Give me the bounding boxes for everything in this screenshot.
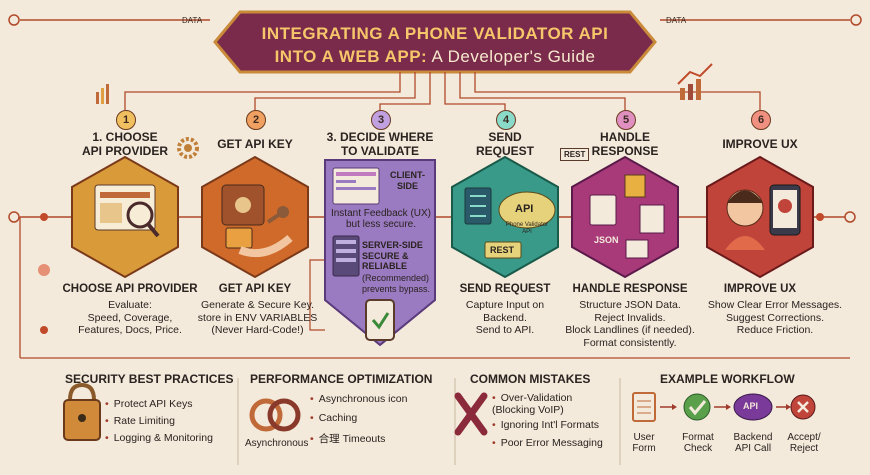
step-number-4: 4 <box>496 110 516 130</box>
performance-title: PERFORMANCE OPTIMIZATION <box>250 372 433 386</box>
rest-label-step5: REST <box>560 148 590 161</box>
workflow-step: Accept/ Reject <box>787 432 821 454</box>
server-side-label: SERVER-SIDE SECURE & RELIABLE <box>362 240 423 271</box>
hex-step-3-panel <box>324 159 436 347</box>
bar-chart-icon-right <box>677 63 713 100</box>
hex-step-1 <box>71 155 179 279</box>
step-1-caption: CHOOSE API PROVIDER <box>62 283 198 295</box>
hex-step-2 <box>201 155 309 279</box>
workflow-title: EXAMPLE WORKFLOW <box>660 372 795 386</box>
security-item: Logging & Monitoring <box>105 432 213 444</box>
step-6-title: IMPROVE UX <box>722 137 798 151</box>
step-5-desc: Structure JSON Data. Reject Invalids. Bl… <box>565 299 695 349</box>
hex-step-6 <box>706 155 814 279</box>
step-number-3: 3 <box>371 110 391 130</box>
tag-data-right: DATA <box>666 16 687 25</box>
step-2-caption: GET API KEY <box>218 283 292 295</box>
step-4-title: SEND REQUEST <box>475 130 534 158</box>
workflow-diagram <box>632 392 816 422</box>
mistake-item: Poor Error Messaging <box>492 437 603 449</box>
workflow-step: Backend API Call <box>733 432 773 454</box>
hex-step-4 <box>451 155 559 279</box>
step-6-desc: Show Clear Error Messages. Suggest Corre… <box>707 299 843 336</box>
step-number-6: 6 <box>751 110 771 130</box>
page-subtitle: INTO A WEB APP: A Developer's Guide <box>230 47 640 67</box>
step-1-desc: Evaluate: Speed, Coverage, Features, Doc… <box>78 299 182 336</box>
step-1-title: 1. CHOOSE API PROVIDER <box>81 130 168 158</box>
padlock-icon <box>63 382 101 441</box>
step-number-2: 2 <box>246 110 266 130</box>
async-caption: Asynchronous <box>245 438 309 449</box>
client-side-label: CLIENT-SIDE <box>390 170 425 191</box>
security-title: SECURITY BEST PRACTICES <box>65 372 234 386</box>
api-sublabel: Phone Validator API <box>505 222 549 235</box>
performance-item: 合理 Timeouts <box>310 431 386 446</box>
performance-item: Asynchronous icon <box>310 393 408 405</box>
step-number-1: 1 <box>116 110 136 130</box>
page-title: INTEGRATING A PHONE VALIDATOR API <box>261 24 609 43</box>
rest-label-step4: REST <box>490 245 515 255</box>
subtitle-rest: A Developer's Guide <box>427 47 596 66</box>
step-4-caption: SEND REQUEST <box>459 283 551 295</box>
mistake-item: Ignoring Int'l Formats <box>492 419 599 431</box>
workflow-api-label: API <box>743 401 759 411</box>
client-side-desc: Instant Feedback (UX) but less secure. <box>330 208 432 230</box>
x-mark-icon <box>454 392 488 436</box>
subtitle-bold: INTO A WEB APP: <box>274 47 428 66</box>
gear-icon <box>177 137 199 159</box>
server-side-desc: (Recommended) prevents bypass. <box>362 273 431 294</box>
tag-data-left: DATA <box>182 16 203 25</box>
step-6-caption: IMPROVE UX <box>723 283 797 295</box>
step-2-title: GET API KEY <box>217 137 293 151</box>
rings-icon <box>249 398 301 432</box>
step-5-title: HANDLE RESPONSE <box>591 130 659 158</box>
security-item: Protect API Keys <box>105 398 193 410</box>
workflow-step: Format Check <box>682 432 714 454</box>
step-2-desc: Generate & Secure Key. store in ENV VARI… <box>197 299 318 336</box>
step-5-caption: HANDLE RESPONSE <box>572 283 688 295</box>
step-number-5: 5 <box>616 110 636 130</box>
api-label: API <box>515 203 534 215</box>
workflow-step: User Form <box>632 432 656 454</box>
performance-item: Caching <box>310 412 358 424</box>
mistakes-title: COMMON MISTAKES <box>470 372 591 386</box>
hex-step-5 <box>571 155 679 279</box>
security-item: Rate Limiting <box>105 415 175 427</box>
title-banner <box>213 10 657 74</box>
mistake-item: Over-Validation (Blocking VoIP) <box>492 392 572 416</box>
step-3-title: 3. DECIDE WHERE TO VALIDATE <box>326 130 434 158</box>
json-label: JSON <box>594 235 619 245</box>
bar-chart-icon-left <box>96 84 109 104</box>
step-4-desc: Capture Input on Backend. Send to API. <box>465 299 545 336</box>
